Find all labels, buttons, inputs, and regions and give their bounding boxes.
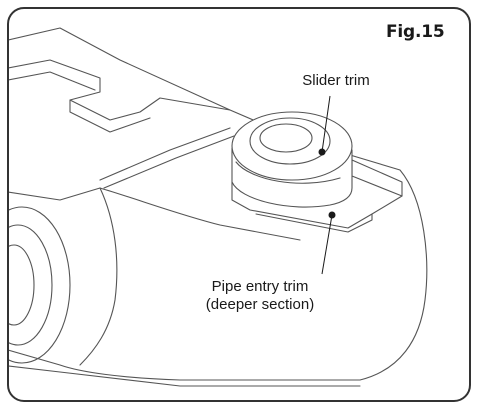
surface-front-curve [79, 187, 118, 366]
pipe-entry-trim-callout: Pipe entry trim (deeper section) [180, 278, 340, 314]
left-cylinder-core [9, 244, 35, 326]
slider-trim-hole [259, 123, 313, 153]
base-plate-outline [9, 27, 428, 381]
surface-line-1 [99, 127, 231, 181]
slider-trim-rim-shadow [235, 161, 341, 184]
figure-label: Fig.15 [386, 22, 445, 42]
left-cylinder-outer [9, 206, 71, 364]
slider-trim-leader-dot [318, 148, 326, 156]
left-cylinder-inner [9, 224, 53, 346]
plate-upper-edge [9, 59, 231, 121]
pipe-entry-trim-tab-underside [255, 213, 373, 233]
plate-inner-edge [9, 71, 96, 91]
pipe-trim-leader-dot [328, 211, 336, 219]
slider-trim-callout: Slider trim [302, 72, 370, 89]
slider-trim-inner-ring [249, 117, 331, 165]
pipe-trim-leader [321, 214, 333, 275]
surface-line-2 [103, 135, 235, 189]
pipe-entry-trim-sublabel: (deeper section) [205, 296, 315, 313]
slider-trim-leader [321, 95, 331, 153]
figure-border [7, 7, 471, 402]
plate-slot-edge [69, 99, 151, 133]
pipe-entry-trim-tab-edge [351, 159, 403, 197]
pipe-entry-trim-label: Pipe entry trim [211, 278, 309, 295]
bottom-lip [9, 365, 361, 387]
